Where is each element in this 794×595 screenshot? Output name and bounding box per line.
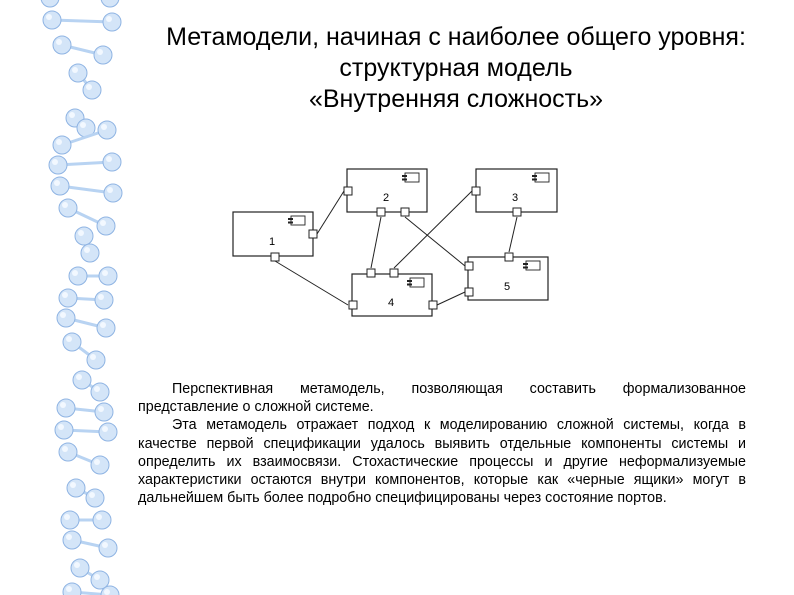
helix-rung xyxy=(58,198,116,236)
helix-rung xyxy=(72,370,110,402)
helix-rung xyxy=(58,288,114,310)
helix-rung xyxy=(54,420,118,442)
component-icon xyxy=(288,215,306,226)
helix-rung xyxy=(42,10,122,32)
helix-rung xyxy=(65,108,96,138)
port xyxy=(464,287,474,297)
port xyxy=(428,300,438,310)
paragraph-2: Эта метамодель отражает подход к моделир… xyxy=(138,417,746,507)
helix-rung xyxy=(48,152,122,175)
component-icon xyxy=(523,260,541,271)
helix-rung xyxy=(52,35,113,65)
component-label: 1 xyxy=(269,236,275,248)
component-icon xyxy=(407,277,425,288)
title-line-2: структурная модель xyxy=(339,54,573,82)
port xyxy=(400,207,410,217)
component-label: 5 xyxy=(504,281,510,293)
helix-rung xyxy=(62,332,106,370)
connection-2-5 xyxy=(404,216,466,267)
helix-rung xyxy=(50,176,123,203)
helix-rung xyxy=(70,558,110,590)
connection-3-4 xyxy=(393,190,473,269)
title-line-3: «Внутренняя сложность» xyxy=(308,85,604,113)
component-5: 5 xyxy=(464,252,549,301)
component-label: 3 xyxy=(512,192,518,204)
connection-4-5 xyxy=(436,291,466,306)
paragraph-1: Перспективная метамодель, позволяющая со… xyxy=(138,381,746,416)
port xyxy=(308,229,318,239)
component-label: 4 xyxy=(388,297,394,309)
connection-3-5 xyxy=(508,216,518,253)
port xyxy=(504,252,514,262)
connection-1-4 xyxy=(274,260,349,306)
connection-2-4 xyxy=(370,216,382,269)
port xyxy=(343,186,353,196)
helix-rung xyxy=(56,308,116,338)
port xyxy=(348,300,358,310)
connection-1-2 xyxy=(316,190,345,235)
slide-body-text: Перспективная метамодель, позволяющая со… xyxy=(138,380,746,507)
port xyxy=(471,186,481,196)
slide-title: Метамодели, начиная с наиболее общего ур… xyxy=(118,22,794,115)
component-1: 1 xyxy=(232,211,318,262)
helix-rung xyxy=(68,266,118,286)
helix-rung xyxy=(66,478,105,508)
component-icon xyxy=(402,172,420,183)
port xyxy=(366,268,376,278)
helix-rung xyxy=(60,510,112,530)
component-4: 4 xyxy=(348,268,438,317)
dna-helix-decoration xyxy=(40,0,123,595)
title-line-1: Метамодели, начиная с наиболее общего ур… xyxy=(166,23,746,51)
port xyxy=(376,207,386,217)
helix-rung xyxy=(40,0,120,8)
port xyxy=(270,252,280,262)
helix-rung xyxy=(52,120,117,155)
component-label: 2 xyxy=(383,192,389,204)
component-3: 3 xyxy=(471,168,558,217)
helix-rung xyxy=(74,226,100,263)
helix-rung xyxy=(56,398,114,422)
helix-rung xyxy=(62,530,118,558)
port xyxy=(512,207,522,217)
component-2: 2 xyxy=(343,168,428,217)
helix-rung xyxy=(68,63,102,100)
component-icon xyxy=(532,172,550,183)
port xyxy=(389,268,399,278)
connections xyxy=(274,190,518,306)
port xyxy=(464,261,474,271)
helix-rung xyxy=(58,442,110,475)
